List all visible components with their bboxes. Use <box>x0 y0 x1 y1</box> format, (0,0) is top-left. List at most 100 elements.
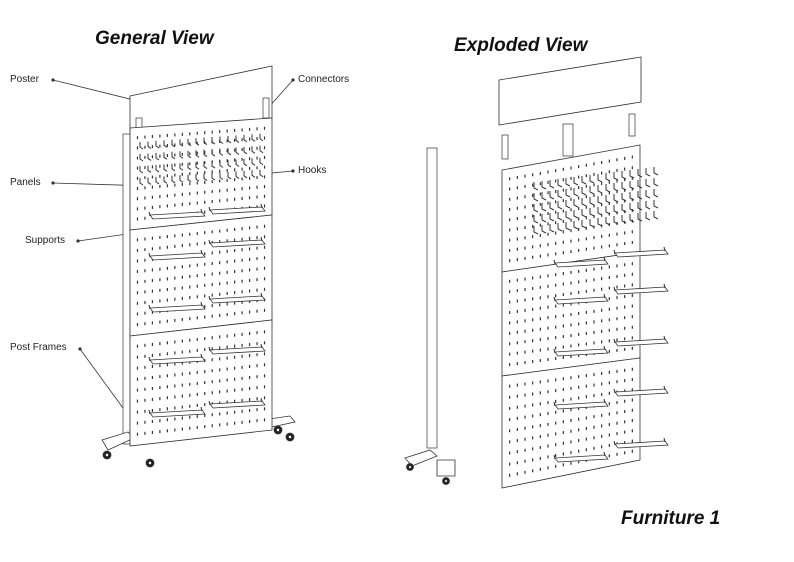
panel-hole <box>256 288 258 292</box>
panel-hole <box>174 244 176 248</box>
exploded-panel-hole <box>547 433 549 437</box>
panel-hole <box>204 151 206 155</box>
panel-hole <box>189 426 191 430</box>
panel-hole <box>219 401 221 405</box>
exploded-hook <box>549 213 555 222</box>
exploded-panel-hole <box>539 182 541 186</box>
exploded-panel-hole <box>547 337 549 341</box>
panel-hole <box>166 174 168 178</box>
exploded-panel-hole <box>631 304 633 308</box>
exploded-panel-hole <box>631 262 633 266</box>
exploded-panel-hole <box>608 159 610 163</box>
panel-hole <box>181 383 183 387</box>
exploded-panel-hole <box>593 278 595 282</box>
panel-hole <box>151 175 154 179</box>
exploded-panel-hole <box>593 320 595 324</box>
exploded-panel-hole <box>631 429 633 433</box>
exploded-panel-hole <box>532 458 534 462</box>
label-hooks: Hooks <box>298 165 327 176</box>
panel-hole <box>196 414 198 418</box>
panel-hole <box>174 373 176 377</box>
panel-hole <box>181 182 183 186</box>
panel-hole <box>263 407 266 411</box>
panel-hole <box>241 420 243 424</box>
panel-hole <box>181 318 183 322</box>
exploded-panel-hole <box>624 284 626 288</box>
exploded-panel-hole <box>555 294 557 298</box>
exploded-panel-hole <box>570 408 572 412</box>
panel-hole <box>226 188 228 192</box>
general-view-drawing <box>101 65 296 468</box>
panel-hole <box>234 280 236 284</box>
exploded-panel-hole <box>585 395 587 399</box>
exploded-panel-hole <box>624 199 626 203</box>
exploded-panel-hole <box>539 317 541 321</box>
exploded-panel-hole <box>608 180 610 184</box>
exploded-panel-hole <box>539 171 541 175</box>
panel-hole <box>204 252 206 256</box>
panel-hole <box>166 352 168 356</box>
hook <box>203 137 208 146</box>
exploded-panel-hole <box>524 195 526 199</box>
panel-hole <box>241 138 243 142</box>
panel-hole <box>159 195 161 199</box>
panel-hole <box>174 297 176 301</box>
exploded-panel-hole <box>601 319 603 323</box>
exploded-shelf-support-1-bracket-l <box>553 259 556 265</box>
panel-hole <box>241 269 243 273</box>
exploded-panel-hole <box>562 335 564 339</box>
exploded-panel-hole <box>608 339 610 343</box>
panel-hole <box>204 180 206 184</box>
panel-hole <box>166 363 168 367</box>
exploded-hook <box>645 168 651 177</box>
exploded-panel-hole <box>509 451 511 455</box>
exploded-hook <box>653 178 659 187</box>
exploded-panel-hole <box>593 162 595 166</box>
exploded-panel-hole <box>601 171 603 175</box>
panel-hole <box>136 388 139 392</box>
exploded-panel-hole <box>516 309 518 313</box>
panel-hole <box>151 375 154 379</box>
panel-hole <box>226 239 228 243</box>
panel-hole <box>248 127 251 131</box>
panel-hole <box>204 337 206 341</box>
panel-hole <box>181 416 183 420</box>
panel-hole <box>204 283 206 287</box>
hook <box>219 136 224 144</box>
exploded-panel-hole <box>624 410 626 414</box>
exploded-panel-hole <box>631 230 633 234</box>
panel-hole <box>256 127 258 131</box>
exploded-hook <box>573 177 579 186</box>
exploded-shelf-support-9 <box>554 454 609 463</box>
leader-panels-dot <box>51 181 55 185</box>
hook <box>203 173 208 182</box>
exploded-panel-hole <box>524 308 526 312</box>
panel-hole <box>234 227 236 231</box>
panel-hole <box>181 172 183 176</box>
exploded-panel-hole <box>532 307 534 311</box>
exploded-panel-hole <box>509 197 511 201</box>
exploded-panel-hole <box>516 227 518 231</box>
exploded-panel-hole <box>608 265 610 269</box>
exploded-panel-hole <box>616 338 618 342</box>
exploded-panel-hole <box>585 374 587 378</box>
panel-hole <box>181 233 183 237</box>
exploded-panel-hole <box>562 452 564 456</box>
exploded-panel-hole <box>509 218 511 222</box>
exploded-hook <box>621 182 627 191</box>
shelf-support-10-bracket-l <box>208 400 211 406</box>
panel-hole <box>196 381 198 385</box>
panel-hole <box>196 131 198 135</box>
panel-hole <box>166 374 168 378</box>
exploded-panel-hole <box>608 191 610 195</box>
exploded-hook <box>565 222 571 231</box>
exploded-panel-hole <box>547 232 549 236</box>
panel-hole <box>234 270 236 274</box>
exploded-panel-hole <box>539 202 541 206</box>
exploded-shelf-support-3-bracket-l <box>553 296 556 302</box>
hook <box>211 161 216 169</box>
hook <box>211 149 216 157</box>
exploded-hook <box>653 189 659 198</box>
shelf-support-3-bracket-r <box>200 249 203 255</box>
panel-hole <box>151 342 154 346</box>
